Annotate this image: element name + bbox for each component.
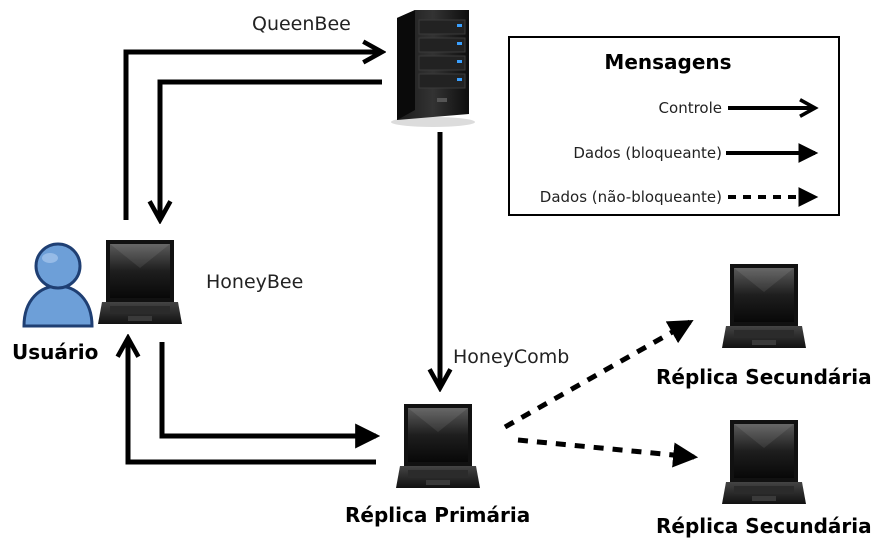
- queenbee-label: QueenBee: [252, 13, 351, 35]
- legend-item-control: Controle: [659, 99, 722, 117]
- arrow-primary-to-secondary-1: [503, 319, 694, 430]
- honeybee-label: HoneyBee: [206, 271, 303, 293]
- secondary-replica-1-label: Réplica Secundária: [656, 365, 872, 389]
- arrow-honeybee-to-primary: [159, 342, 381, 449]
- user-label: Usuário: [12, 340, 98, 364]
- laptop-icon: [396, 404, 480, 488]
- arrow-honeybee-to-queenbee: [123, 52, 382, 220]
- user-icon: [22, 242, 94, 328]
- legend-title: Mensagens: [604, 50, 731, 74]
- legend-item-data-blocking: Dados (bloqueante): [573, 144, 722, 162]
- laptop-icon: [98, 240, 182, 324]
- arrow-primary-to-honeybee: [128, 338, 376, 465]
- legend: Mensagens Controle Dados (bloqueante) Da…: [508, 36, 840, 216]
- laptop-icon: [722, 264, 806, 348]
- server-icon: [391, 10, 475, 127]
- secondary-replica-2-label: Réplica Secundária: [656, 514, 872, 538]
- laptop-icon: [722, 420, 806, 504]
- legend-item-data-nonblocking: Dados (não-bloqueante): [540, 188, 722, 206]
- arrow-primary-to-secondary-2: [517, 437, 699, 468]
- primary-replica-label: Réplica Primária: [345, 503, 530, 527]
- arrow-queenbee-to-honeybee: [160, 79, 382, 220]
- honeycomb-label: HoneyComb: [453, 346, 569, 368]
